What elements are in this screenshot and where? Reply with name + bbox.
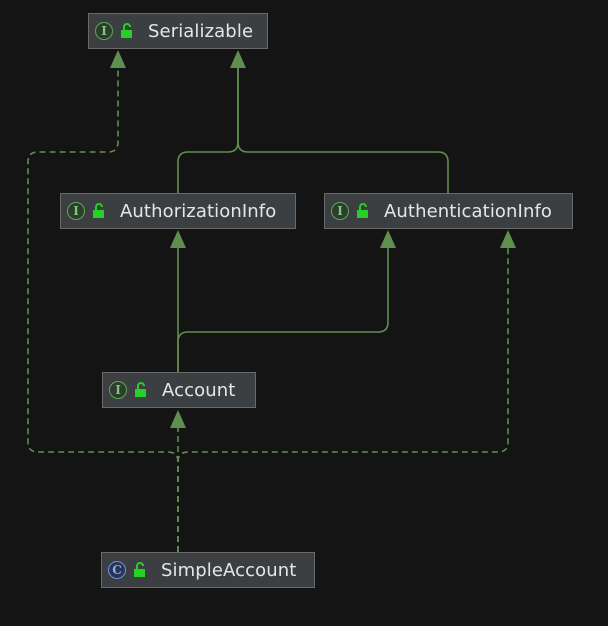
unlocked-public-icon: [121, 23, 132, 38]
node-simpleaccount[interactable]: C SimpleAccount: [101, 552, 315, 588]
unlocked-public-icon: [357, 203, 368, 218]
node-label: SimpleAccount: [161, 559, 297, 581]
edge-account-authenticationinfo: [177, 248, 389, 372]
class-badge-icon: C: [108, 561, 126, 579]
unlocked-public-icon: [93, 203, 104, 218]
arrowhead-account: [170, 410, 186, 428]
arrowhead-serializable-right: [230, 50, 246, 68]
node-label: Account: [162, 379, 236, 401]
interface-badge-icon: I: [67, 202, 85, 220]
unlocked-public-icon: [135, 382, 146, 397]
edge-simpleaccount-serializable: [27, 68, 179, 552]
interface-badge-icon: I: [95, 22, 113, 40]
arrowhead-authenticationinfo-solid: [380, 230, 396, 248]
node-label: Serializable: [148, 20, 254, 42]
arrowhead-serializable-left: [110, 50, 126, 68]
edge-authenticationinfo-serializable: [237, 68, 449, 193]
unlocked-public-icon: [134, 562, 145, 577]
node-account[interactable]: I Account: [102, 372, 256, 408]
node-authenticationinfo[interactable]: I AuthenticationInfo: [324, 193, 573, 229]
interface-badge-icon: I: [109, 381, 127, 399]
interface-badge-icon: I: [331, 202, 349, 220]
arrowhead-authorizationinfo: [170, 230, 186, 248]
arrowhead-authenticationinfo-dashed: [500, 230, 516, 248]
node-serializable[interactable]: I Serializable: [88, 13, 268, 49]
node-authorizationinfo[interactable]: I AuthorizationInfo: [60, 193, 296, 229]
node-label: AuthorizationInfo: [120, 200, 277, 222]
node-label: AuthenticationInfo: [384, 200, 553, 222]
edge-authorizationinfo-serializable: [177, 68, 239, 193]
